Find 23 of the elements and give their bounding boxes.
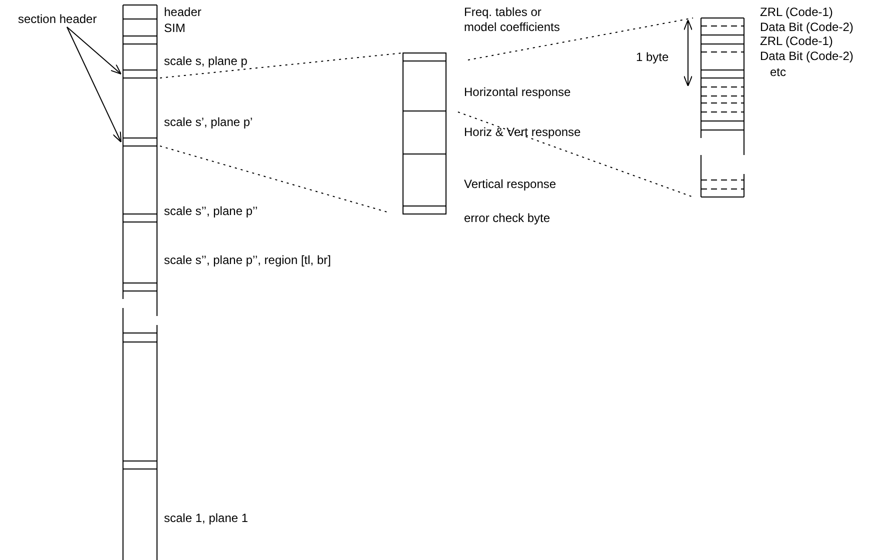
field-label: scale s, plane p xyxy=(164,54,248,68)
field-label: Data Bit (Code-2) xyxy=(760,20,854,34)
dimension-label: 1 byte xyxy=(636,50,669,64)
field-label: scale s’, plane p’ xyxy=(164,115,253,129)
leader-line xyxy=(66,26,122,142)
field-label: Data Bit (Code-2) xyxy=(760,49,854,63)
field-label: error check byte xyxy=(464,211,550,225)
field-label: Horiz & Vert response xyxy=(464,125,581,139)
field-label: SIM xyxy=(164,21,186,35)
field-label: scale 1, plane 1 xyxy=(164,511,248,525)
header-band xyxy=(122,138,158,146)
field-label: etc xyxy=(770,65,786,79)
field-label: Horizontal response xyxy=(464,85,571,99)
field-label: ZRL (Code-1) xyxy=(760,5,833,19)
field-label: ZRL (Code-1) xyxy=(760,34,833,48)
field-label: scale s’’, plane p’’ xyxy=(164,204,258,218)
field-label: header xyxy=(164,5,202,19)
field-label: scale s’’, plane p’’, region [tl, br] xyxy=(164,253,331,267)
field-label: Freq. tables or model coefficients xyxy=(464,5,561,35)
field-label: Vertical response xyxy=(464,177,556,191)
header-band xyxy=(122,70,158,78)
leader-line xyxy=(66,26,122,74)
callout-label: section header xyxy=(18,12,97,26)
